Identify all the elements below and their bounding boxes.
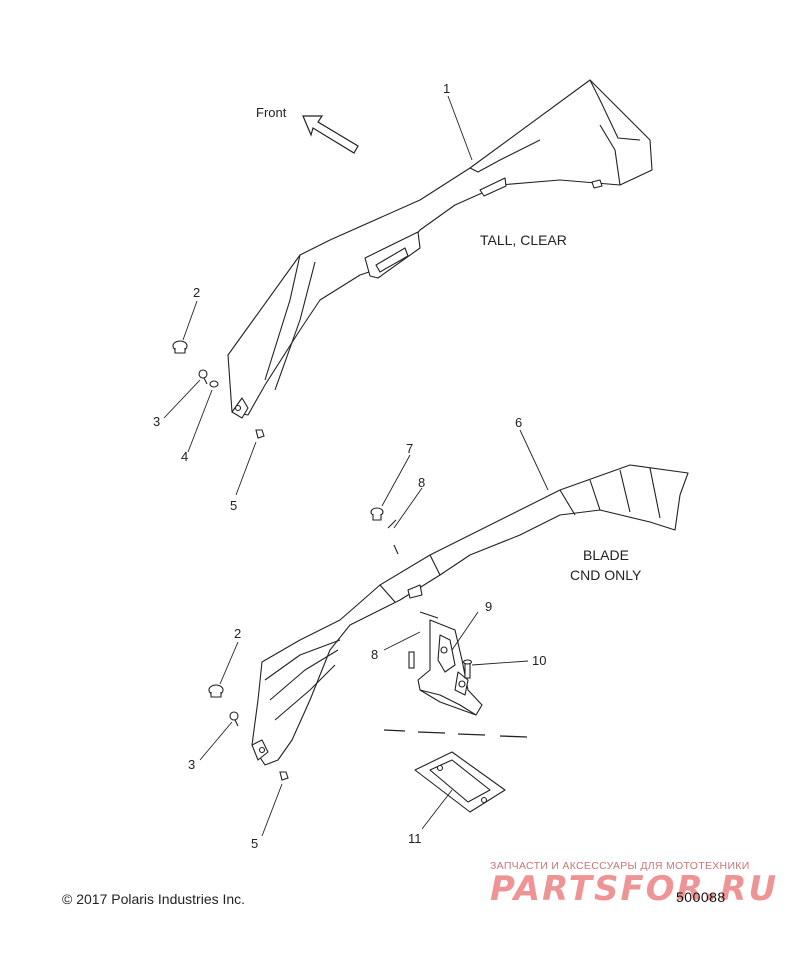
front-label: Front xyxy=(256,105,287,120)
part-3-screw-upper xyxy=(198,369,208,385)
part-11-gasket xyxy=(414,751,506,813)
callout-3-upper: 3 xyxy=(153,414,160,429)
callout-3-lower: 3 xyxy=(188,757,195,772)
callout-11: 11 xyxy=(408,831,422,846)
dashed-separator xyxy=(383,729,528,738)
part-2-rivet-upper xyxy=(172,340,188,354)
watermark-tagline: ЗАПЧАСТИ И АКСЕССУАРЫ ДЛЯ МОТОТЕХНИКИ xyxy=(490,860,750,872)
callout-1: 1 xyxy=(443,81,450,96)
part-3-screw-lower xyxy=(229,711,239,727)
part-4-washer xyxy=(209,380,219,388)
part-number: 500088 xyxy=(676,889,726,905)
part-2-rivet-lower xyxy=(208,684,224,698)
callout-6: 6 xyxy=(515,415,522,430)
part-6-blade-deflector xyxy=(251,464,689,766)
note-cnd-only: CND ONLY xyxy=(570,567,642,583)
part-7-rivet xyxy=(370,507,384,521)
part-8-spacer-lower xyxy=(408,611,439,669)
part-5-nut-upper xyxy=(255,429,265,439)
callout-2-lower: 2 xyxy=(234,626,241,641)
copyright-notice: © 2017 Polaris Industries Inc. xyxy=(62,891,246,907)
callout-8-upper: 8 xyxy=(418,475,425,490)
callout-5-upper: 5 xyxy=(230,498,237,513)
leader-lines xyxy=(163,95,549,837)
part-5-nut-lower xyxy=(279,771,289,781)
callout-8-lower: 8 xyxy=(371,647,378,662)
callout-5-lower: 5 xyxy=(251,836,258,851)
part-8-spacer-upper xyxy=(387,519,399,555)
part-1-tall-clear-panel xyxy=(227,79,653,419)
callout-9: 9 xyxy=(485,599,492,614)
callout-2-upper: 2 xyxy=(193,285,200,300)
callout-4: 4 xyxy=(181,449,188,464)
note-blade: BLADE xyxy=(583,547,629,563)
watermark-logo: PARTSFOR.RU xyxy=(490,869,779,909)
callout-7: 7 xyxy=(406,441,413,456)
callout-10: 10 xyxy=(532,653,546,668)
part-9-mount-bracket xyxy=(417,619,483,716)
note-tall-clear: TALL, CLEAR xyxy=(480,232,567,248)
front-arrow-icon xyxy=(302,115,359,154)
part-10-bolt xyxy=(462,659,473,679)
